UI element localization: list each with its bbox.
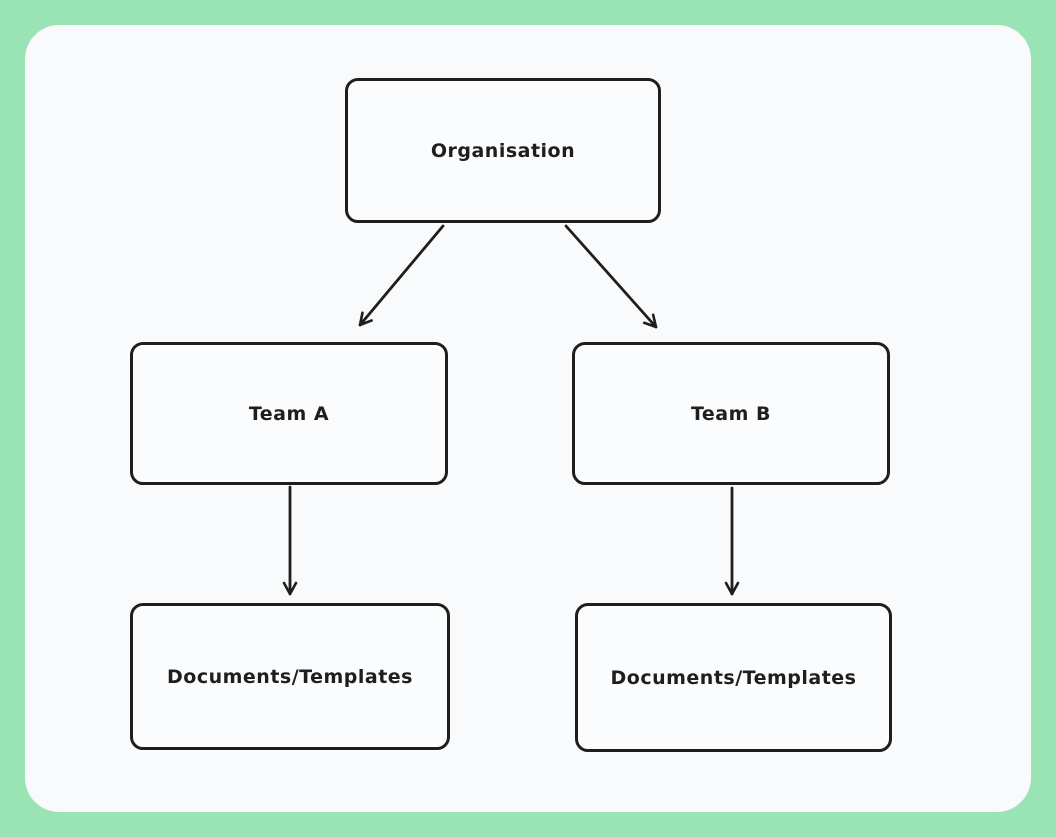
node-documents-templates-b-label: Documents/Templates <box>610 666 857 689</box>
node-team-b[interactable]: Team B <box>572 342 890 485</box>
node-documents-templates-a-label: Documents/Templates <box>167 665 413 688</box>
node-team-a[interactable]: Team A <box>130 342 448 485</box>
node-team-a-label: Team A <box>248 402 330 425</box>
node-organisation[interactable]: Organisation <box>345 78 661 223</box>
node-organisation-label: Organisation <box>430 139 576 162</box>
node-documents-templates-a[interactable]: Documents/Templates <box>130 603 450 750</box>
node-documents-templates-b[interactable]: Documents/Templates <box>575 603 892 752</box>
edge-organisation-to-team-b[interactable] <box>564 224 658 329</box>
edge-organisation-to-team-a[interactable] <box>358 224 445 327</box>
node-team-b-label: Team B <box>690 402 772 425</box>
